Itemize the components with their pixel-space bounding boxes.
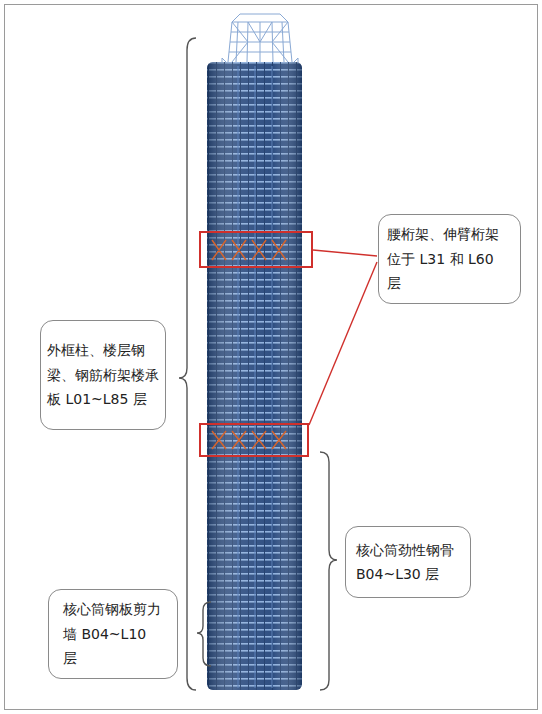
truss-marker — [200, 232, 312, 456]
callout-text: 外框柱、楼层钢梁、钢筋桁架楼承板 L01~L85 层 — [47, 338, 159, 412]
callout-text: 核心筒钢板剪力墙 B04~L10 层 — [63, 597, 163, 671]
crown-lattice — [222, 14, 298, 70]
tower-body — [207, 62, 302, 690]
leader-line — [309, 250, 377, 425]
tower-shading — [207, 62, 302, 690]
callout-text: 腰桁架、伸臂桁架位于 L31 和 L60 层 — [387, 222, 512, 296]
truss-cross — [212, 240, 286, 449]
callout-text: 核心筒劲性钢骨 B04~L30 层 — [356, 538, 460, 587]
callout-box: 外框柱、楼层钢梁、钢筋桁架楼承板 L01~L85 层 — [40, 320, 166, 430]
frame — [5, 5, 538, 710]
callout-box: 核心筒劲性钢骨 B04~L30 层 — [345, 526, 471, 598]
callout-box: 核心筒钢板剪力墙 B04~L10 层 — [48, 589, 178, 679]
callout-box: 腰桁架、伸臂桁架位于 L31 和 L60 层 — [378, 214, 521, 304]
brace — [179, 38, 337, 690]
core-columns — [238, 66, 272, 688]
